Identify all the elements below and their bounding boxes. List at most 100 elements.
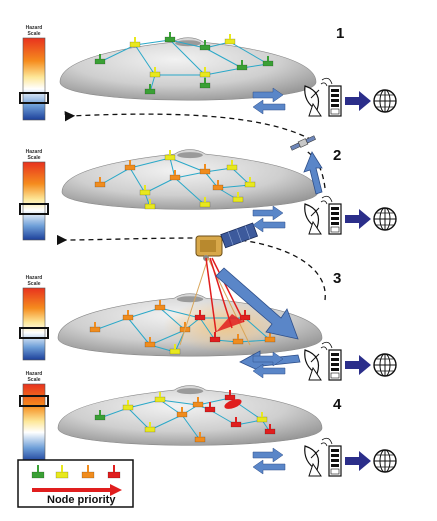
sensor-node <box>199 197 211 208</box>
dashed-arrow-stage2 <box>56 234 326 301</box>
volcano-crater <box>176 296 204 303</box>
sensor-node <box>239 310 251 321</box>
small-satellite-icon <box>290 135 316 151</box>
sensor-node <box>236 60 248 71</box>
sensor-node <box>94 54 106 65</box>
sensor-node <box>89 322 101 333</box>
sensor-node <box>154 300 166 311</box>
satellite-dish-icon <box>304 341 333 381</box>
server-icon <box>328 85 342 117</box>
navy-arrow <box>345 355 371 375</box>
ground-station-4 <box>252 437 397 477</box>
sensor-node <box>244 177 256 188</box>
sensor-node <box>169 170 181 181</box>
sensor-node <box>232 334 244 345</box>
satellite-beams <box>179 257 251 346</box>
legend-node-4 <box>107 465 121 479</box>
large-satellite-icon <box>195 222 259 261</box>
hazard-gradient-bar <box>22 287 46 361</box>
satellite-dish-icon <box>304 77 333 117</box>
legend-node-1 <box>31 465 45 479</box>
sensor-node <box>224 34 236 45</box>
sensor-node <box>199 78 211 89</box>
ground-station-1 <box>252 77 397 117</box>
sensor-node <box>224 390 236 401</box>
sensor-node <box>122 400 134 411</box>
sensor-node <box>144 199 156 210</box>
link-arrows <box>252 447 286 475</box>
hazard-level-indicator <box>19 395 49 407</box>
server-icon <box>328 445 342 477</box>
node-priority-legend: Node priority <box>17 459 134 508</box>
sensor-node <box>154 392 166 403</box>
ground-station-2 <box>252 195 397 235</box>
sensor-node <box>199 67 211 78</box>
sensor-node <box>164 32 176 43</box>
hazard-level-indicator <box>19 92 49 104</box>
sensor-node <box>176 407 188 418</box>
link-arrows <box>252 351 286 379</box>
server-icon <box>328 203 342 235</box>
sensor-node <box>199 40 211 51</box>
sensor-node <box>232 192 244 203</box>
link-arrows <box>252 205 286 233</box>
sensor-node <box>94 410 106 421</box>
legend-node-2 <box>55 465 69 479</box>
sensor-node <box>169 344 181 355</box>
dashed-arrow-stage1 <box>64 111 313 141</box>
satellite-dish-icon <box>304 195 333 235</box>
sensor-node <box>194 432 206 443</box>
stage-number-2: 2 <box>333 147 341 164</box>
ground-stations <box>252 77 397 477</box>
volcano-cone <box>57 385 323 446</box>
volcano-crater <box>177 152 203 159</box>
sensor-node <box>122 310 134 321</box>
legend-node-3 <box>81 465 95 479</box>
sensor-node <box>129 37 141 48</box>
priority-arrow <box>32 484 122 496</box>
ground-station-3 <box>252 341 397 381</box>
volcano-cone <box>59 37 317 101</box>
sensor-node <box>144 337 156 348</box>
stage-number-4: 4 <box>333 396 342 413</box>
sensor-node <box>204 402 216 413</box>
sensor-node <box>149 67 161 78</box>
hazard-hotspot <box>224 399 242 409</box>
volcano-stage-1 <box>59 32 317 101</box>
sensor-node <box>94 177 106 188</box>
globe-icon <box>373 207 397 231</box>
volcano-crater <box>176 388 204 395</box>
arrow-ground-to-satellite <box>303 151 323 195</box>
sensor-node <box>209 332 221 343</box>
volcano-stage-2 <box>61 149 319 210</box>
sensor-node <box>124 160 136 171</box>
sensor-node <box>262 56 274 67</box>
sensor-node <box>164 150 176 161</box>
hazard-level-indicator <box>19 203 49 215</box>
sensor-node <box>230 417 242 428</box>
stage-number-1: 1 <box>336 25 344 42</box>
volcano-stage-4 <box>57 385 323 446</box>
volcano-crater <box>175 40 201 47</box>
server-icon <box>328 349 342 381</box>
navy-arrow <box>345 209 371 229</box>
sensor-node <box>264 424 276 435</box>
link-arrows <box>252 87 286 115</box>
sensor-node <box>226 160 238 171</box>
sensor-node <box>199 164 211 175</box>
hazard-gradient-bar <box>22 161 46 241</box>
stage-number-3: 3 <box>333 270 341 287</box>
globe-icon <box>373 353 397 377</box>
sensor-node <box>256 412 268 423</box>
